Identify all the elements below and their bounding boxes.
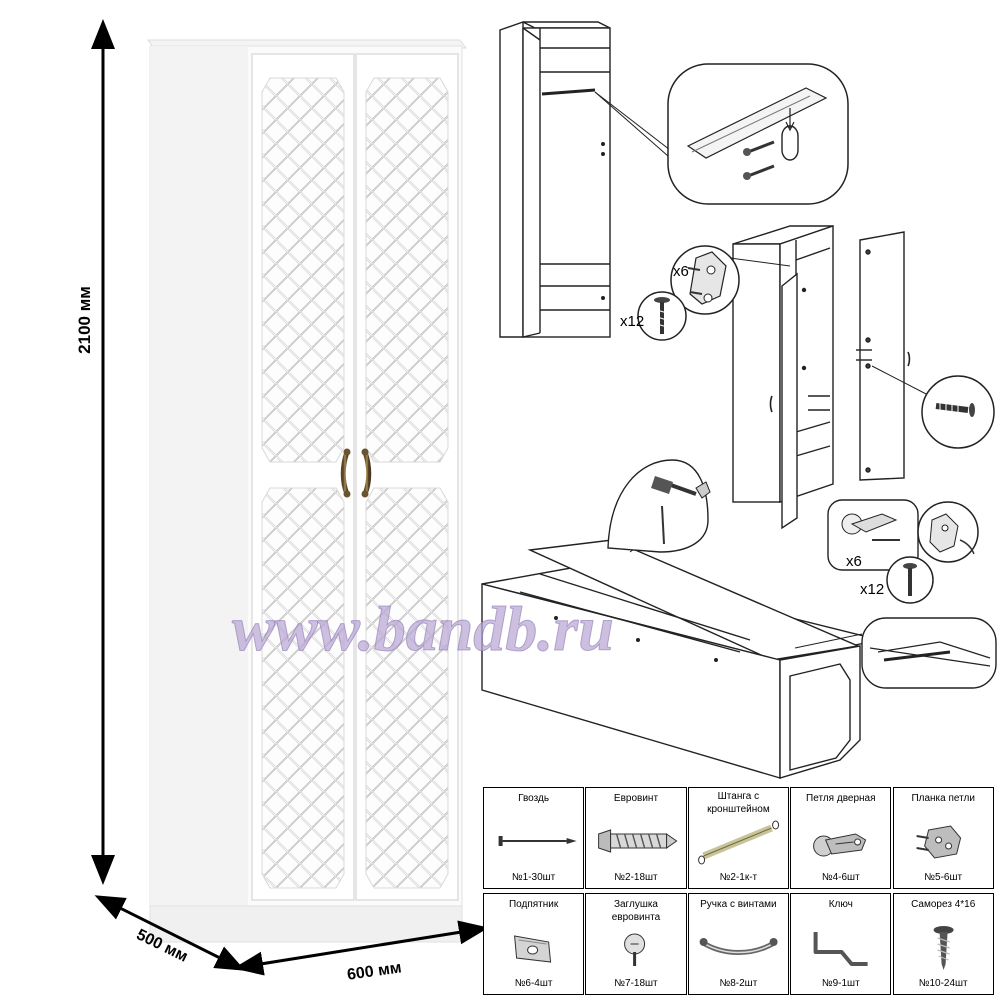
part-cell: Планка петли №5-6шт (892, 787, 994, 889)
clothes-rod (541, 88, 596, 96)
hex-key-icon (795, 922, 886, 972)
part-count: №2-1к-т (719, 872, 758, 883)
part-count: №2-18шт (614, 872, 658, 883)
part-name: Заглушка евровинта (611, 899, 661, 923)
carcass-rod-diagram (499, 21, 741, 338)
part-count: №7-18шт (614, 978, 658, 989)
part-cell: Саморез 4*16 №10-24шт (892, 893, 994, 995)
wardrobe-plinth (149, 905, 463, 943)
part-name: Гвоздь (518, 793, 550, 804)
hinge-detail-bubble-top (670, 245, 791, 315)
part-count: №10-24шт (918, 978, 968, 989)
parts-table: Гвоздь №1-30шт Евровинт №2-18шт Штанга с кро… (483, 787, 994, 995)
hinge-plate-icon (689, 251, 727, 305)
hinge-plate-icon (898, 816, 989, 866)
left-door (251, 53, 355, 901)
part-name: Саморез 4*16 (911, 899, 976, 910)
wardrobe-photo (147, 39, 467, 943)
screw-quantity-top: x12 (620, 313, 644, 330)
width-dimension-line (233, 920, 489, 976)
rod-detail-bubble (667, 63, 849, 205)
screw-icon (743, 164, 775, 180)
part-cell: Заглушка евровинта №7-18шт (585, 893, 687, 995)
left-door-upper-panel (261, 77, 345, 463)
part-name: Подпятник (508, 899, 559, 910)
wood-screw-icon (898, 922, 989, 972)
hinge-quantity-bottom: x6 (846, 553, 862, 570)
part-count: №5-6шт (924, 872, 963, 883)
part-cell: Гвоздь №1-30шт (483, 787, 585, 889)
hinge-quantity-top: x6 (673, 263, 689, 280)
screw-detail-bubble-top (637, 291, 687, 341)
screw-icon (743, 140, 775, 156)
nail-icon (488, 816, 579, 866)
right-door-lower-panel (365, 487, 449, 889)
hammer-detail-bubble (607, 459, 711, 553)
rod-bracket-icon (693, 816, 784, 866)
left-door-lower-panel (261, 487, 345, 889)
foot-pad-icon (488, 922, 579, 972)
screw-install-bubble (921, 375, 995, 449)
hinge-detail-bubble-bottom (827, 499, 979, 571)
edge-detail-bubble (861, 617, 997, 689)
right-door (355, 53, 459, 901)
depth-dimension-line (94, 895, 246, 971)
part-count: №4-6шт (821, 872, 860, 883)
wardrobe-side (150, 46, 248, 941)
part-name: Евровинт (613, 793, 659, 804)
door-hinge-diagram (732, 225, 931, 530)
part-cell: Ключ №9-1шт (790, 893, 892, 995)
part-count: №6-4шт (514, 978, 553, 989)
hammer-icon (651, 476, 711, 499)
handle-icon (693, 922, 784, 972)
screw-detail-bubble-bottom (886, 556, 934, 604)
wood-screw-icon (654, 297, 670, 334)
right-door-upper-panel (365, 77, 449, 463)
part-name: Ключ (828, 899, 853, 910)
part-count: №9-1шт (821, 978, 860, 989)
part-name: Планка петли (911, 793, 975, 804)
screw-quantity-bottom: x12 (860, 581, 884, 598)
part-name: Петля дверная (806, 793, 876, 804)
part-name: Ручка с винтами (700, 899, 777, 910)
watermark-text: www.bandb.ru (232, 593, 614, 664)
part-name: Штанга с кронштейном (707, 791, 770, 815)
part-cell: Ручка с винтами №8-2шт (687, 893, 789, 995)
opened-door-panel (781, 272, 798, 530)
eurovint-screw-icon (590, 816, 681, 866)
part-count: №1-30шт (511, 872, 556, 883)
part-cell: Подпятник №6-4шт (483, 893, 585, 995)
part-cell: Петля дверная №4-6шт (790, 787, 892, 889)
height-label: 2100 мм (75, 286, 94, 354)
door-panel-side (859, 231, 905, 481)
rod-bracket-icon (781, 125, 799, 161)
width-label: 600 мм (346, 959, 403, 983)
door-hinge-icon (795, 816, 886, 866)
nail-icon (661, 505, 665, 545)
screw-cap-icon (590, 922, 681, 972)
part-cell: Штанга с кронштейном №2-1к-т (687, 787, 789, 889)
part-count: №8-2шт (719, 978, 758, 989)
part-cell: Евровинт №2-18шт (585, 787, 687, 889)
